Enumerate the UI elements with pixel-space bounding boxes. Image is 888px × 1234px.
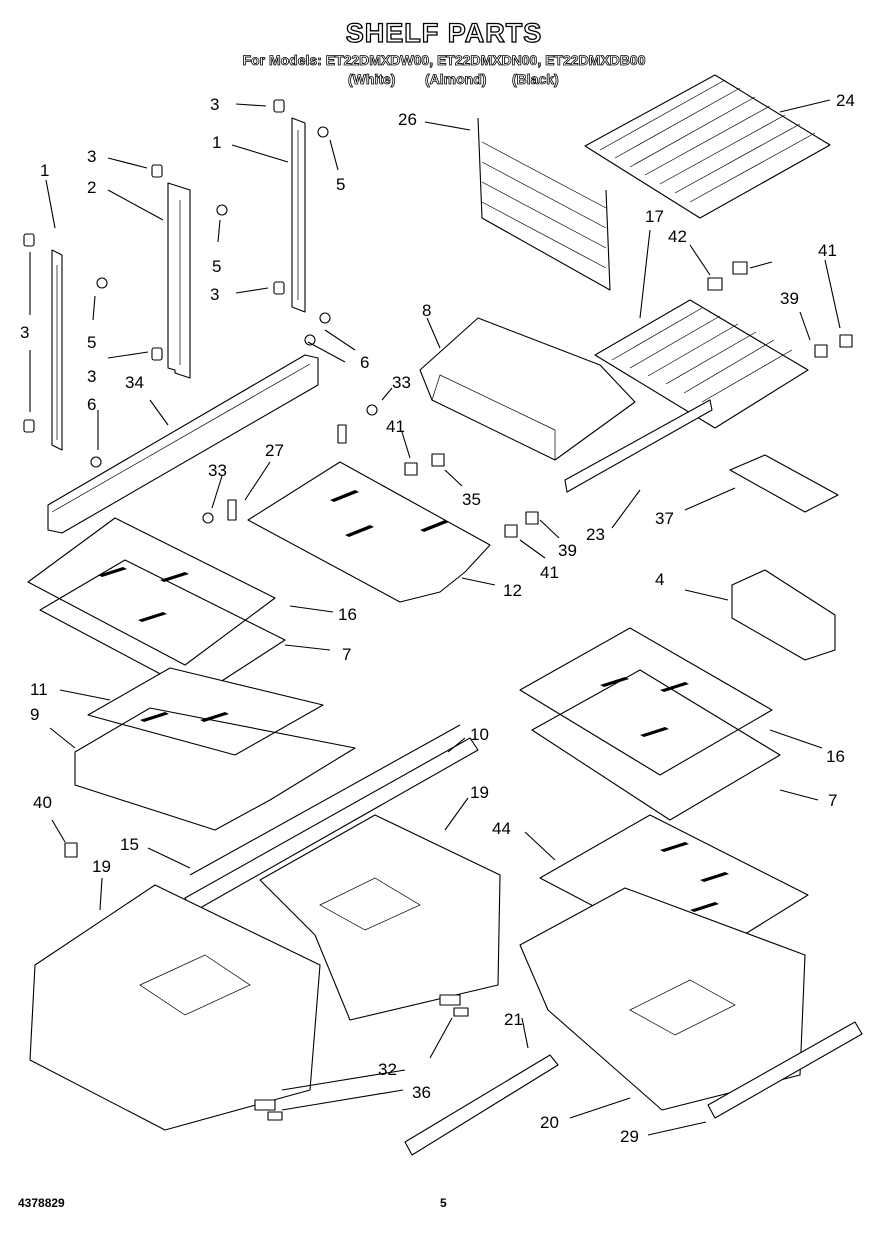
document-number: 4378829 [18,1196,65,1210]
callout-4: 4 [655,570,664,589]
callout-29: 29 [620,1127,639,1146]
callout-1: 1 [40,161,49,180]
callout-5: 5 [336,175,345,194]
dairy-bin-4 [731,569,836,661]
shelf-rail-left [51,249,63,451]
callout-40: 40 [33,793,52,812]
callout-5: 5 [87,333,96,352]
callout-7: 7 [342,645,351,664]
front-trim-34 [47,354,319,534]
callout-3: 3 [87,367,96,386]
callout-3: 3 [20,323,29,342]
shelf-16-right [519,627,773,776]
callout-3: 3 [210,285,219,304]
callout-7: 7 [828,791,837,810]
callout-37: 37 [655,509,674,528]
callout-26: 26 [398,110,417,129]
callout-36: 36 [412,1083,431,1102]
callout-34: 34 [125,373,144,392]
callout-11: 11 [30,680,48,699]
callout-41: 41 [818,241,837,260]
callout-27: 27 [265,441,284,460]
color-almond-label: (Almond) [425,71,487,88]
callout-33: 33 [392,373,411,392]
callout-numbers: 3 1 3 2 1 5 5 3 3 5 6 3 34 6 26 24 17 42… [20,91,855,1146]
drawer-20 [519,887,806,1111]
callout-19: 19 [92,857,111,876]
callout-42: 42 [668,227,687,246]
callout-16: 16 [826,747,845,766]
callout-39: 39 [558,541,577,560]
dairy-lid-37 [729,454,839,513]
callout-5: 5 [212,257,221,276]
callout-2: 2 [87,178,96,197]
callout-9: 9 [30,705,39,724]
callout-6: 6 [360,353,369,372]
callout-19: 19 [470,783,489,802]
callout-17: 17 [645,207,664,226]
callout-15: 15 [120,835,139,854]
trim-29 [707,1021,863,1119]
divider-26 [477,117,611,291]
callout-6: 6 [87,395,96,414]
color-white-label: (White) [348,71,396,88]
bin-8 [419,317,636,461]
wire-shelf-17 [564,299,809,493]
callout-12: 12 [503,581,522,600]
shelf-frame-7-right [531,669,781,821]
callout-41: 41 [540,563,559,582]
clips [64,261,853,1121]
callout-21: 21 [504,1010,523,1029]
glass-shelf-12 [247,461,491,603]
frame-9 [74,707,356,831]
callout-3: 3 [87,147,96,166]
callout-32: 32 [378,1060,397,1079]
crisper-drawer-19-left [29,884,321,1131]
diagram-title: SHELF PARTS [345,17,543,48]
callout-16: 16 [338,605,357,624]
crisper-cover-15 [189,724,461,876]
page-number: 5 [440,1196,447,1210]
callout-20: 20 [540,1113,559,1132]
callout-10: 10 [470,725,489,744]
callout-35: 35 [462,490,481,509]
screws [90,126,378,524]
callout-3: 3 [210,95,219,114]
callout-39: 39 [780,289,799,308]
shelf-rail-right [291,117,306,313]
color-black-label: (Black) [512,71,559,88]
wire-shelf-24 [584,74,831,219]
callout-8: 8 [422,301,431,320]
callout-33: 33 [208,461,227,480]
shelf-frame-7-left [39,559,286,696]
models-line: For Models: ET22DMXDW00, ET22DMXDN00, ET… [242,52,646,69]
crisper-drawer-19-center [259,814,501,1021]
shelf-16-left [27,517,276,666]
trim-21 [404,1054,559,1156]
callout-24: 24 [836,91,855,110]
callout-23: 23 [586,525,605,544]
shelf-rail-center [167,182,191,379]
rail-end-caps [23,99,285,433]
leader-lines [29,99,841,1136]
glass-11 [87,667,324,756]
callout-44: 44 [492,819,511,838]
callout-1: 1 [212,133,221,152]
callout-41: 41 [386,417,405,436]
